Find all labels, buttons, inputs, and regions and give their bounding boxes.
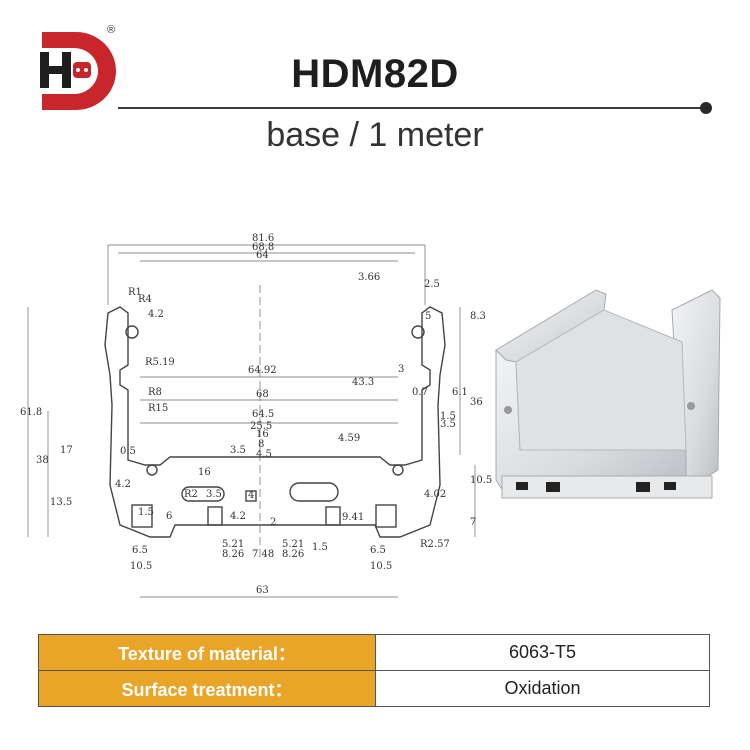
table-row: Surface treatment： Oxidation (38, 670, 710, 707)
dim-label: 1.5 (440, 411, 456, 422)
profile-cross-section-drawing: 81.6 68.8 64 3.66 2.5 5 8.3 R1 R4 4.2 R5… (20, 225, 492, 605)
product-subtitle: base / 1 meter (266, 116, 484, 154)
spec-value-material: 6063-T5 (375, 634, 710, 671)
dim-label: R15 (148, 403, 168, 414)
dim-label: 36 (470, 397, 483, 408)
profile-3d-render (486, 270, 722, 532)
registered-mark: ® (107, 24, 116, 36)
dim-label: 2 (270, 517, 276, 528)
dim-label: 7 (470, 517, 476, 528)
dim-label: 2.5 (424, 279, 440, 290)
dim-label: 3.5 (230, 445, 246, 456)
dim-label: 25.5 (250, 421, 272, 432)
dim-label: R2 (184, 489, 198, 500)
dim-label: 4.2 (115, 479, 131, 490)
dim-label: 1.5 (312, 542, 328, 553)
dim-label: 16 (256, 429, 269, 440)
dim-label: 9.41 (342, 512, 364, 523)
dim-label: 0.7 (412, 387, 428, 398)
spec-label-material: Texture of material： (38, 634, 376, 671)
dim-label: 4 (248, 490, 254, 501)
dim-label: 3.5 (206, 489, 222, 500)
dim-label: 0.5 (120, 446, 136, 457)
dim-label: 6.5 (132, 545, 148, 556)
dim-label: 7.48 (252, 549, 274, 560)
dim-label: 5.21 (222, 539, 244, 550)
dim-label: 5 (425, 311, 431, 322)
dim-label: 61.8 (20, 407, 42, 418)
product-title: HDM82D (291, 52, 459, 96)
dim-label: R2.57 (420, 539, 450, 550)
dim-label: 4.2 (230, 511, 246, 522)
spec-value-surface: Oxidation (375, 670, 710, 707)
dim-label: 64.92 (248, 365, 277, 376)
dim-label: 4.59 (338, 433, 360, 444)
spec-label-surface: Surface treatment： (38, 670, 376, 707)
spec-table: Texture of material： 6063-T5 Surface tre… (38, 634, 710, 707)
dim-label: 17 (60, 445, 73, 456)
dim-label: 6 (166, 511, 172, 522)
dim-label: 64.5 (252, 409, 274, 420)
dim-label: 10.5 (130, 561, 152, 572)
dim-label: 8 (258, 439, 264, 450)
brand-logo (36, 28, 122, 114)
dim-label: 13.5 (50, 497, 72, 508)
dim-label: 6.1 (452, 387, 468, 398)
dim-label: 68 (256, 389, 269, 400)
dim-label: R8 (148, 387, 162, 398)
dim-label: 4.5 (256, 449, 272, 460)
dim-label: 10.5 (470, 475, 492, 486)
dim-label: 5.21 (282, 539, 304, 550)
dim-label: R5.19 (145, 357, 175, 368)
dim-label: R4 (138, 294, 152, 305)
dim-label: 1.5 (138, 507, 154, 518)
dim-label: 43.3 (352, 377, 374, 388)
dim-label: 4.2 (148, 309, 164, 320)
dim-label: 10.5 (370, 561, 392, 572)
dim-outer-width: 68.8 (252, 242, 274, 253)
dim-label: 4.02 (424, 489, 446, 500)
dim-label: 63 (256, 585, 269, 596)
dim-label: 38 (36, 455, 49, 466)
dim-label: 3.5 (440, 419, 456, 430)
dim-label: 8.3 (470, 311, 486, 322)
dim-label: 3.66 (358, 272, 380, 283)
dim-label: 8.26 (222, 549, 244, 560)
table-row: Texture of material： 6063-T5 (38, 634, 710, 671)
title-divider-dot (700, 102, 712, 114)
dim-label: 3 (398, 364, 404, 375)
dim-overall-width: 81.6 (252, 233, 274, 244)
dim-label: 6.5 (370, 545, 386, 556)
dim-label: R1 (128, 287, 142, 298)
dim-label: 16 (198, 467, 211, 478)
title-divider (118, 107, 706, 109)
dim-inner-width: 64 (256, 250, 269, 261)
dim-label: 8.26 (282, 549, 304, 560)
